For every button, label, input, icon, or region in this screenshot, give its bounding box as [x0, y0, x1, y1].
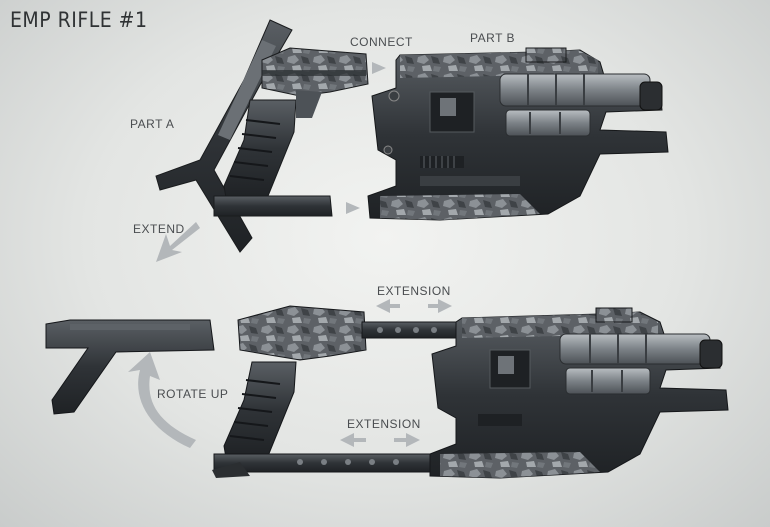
connect-arrows	[346, 62, 386, 214]
assembled-rifle	[45, 305, 729, 479]
label-part-b: PART B	[470, 31, 516, 45]
part-a-assembly	[155, 19, 369, 253]
part-b-assembly	[367, 47, 669, 221]
label-extend: EXTEND	[133, 222, 185, 236]
rotate-up-arrow	[128, 352, 196, 448]
label-extension-bottom: EXTENSION	[347, 417, 421, 431]
label-part-a: PART A	[130, 117, 175, 131]
extension-arrows	[340, 299, 452, 447]
extend-arrow	[156, 222, 200, 262]
label-extension-top: EXTENSION	[377, 284, 451, 298]
label-rotate-up: ROTATE UP	[157, 387, 229, 401]
sheet-title: EMP RIFLE #1	[10, 8, 148, 32]
label-connect: CONNECT	[350, 35, 413, 49]
